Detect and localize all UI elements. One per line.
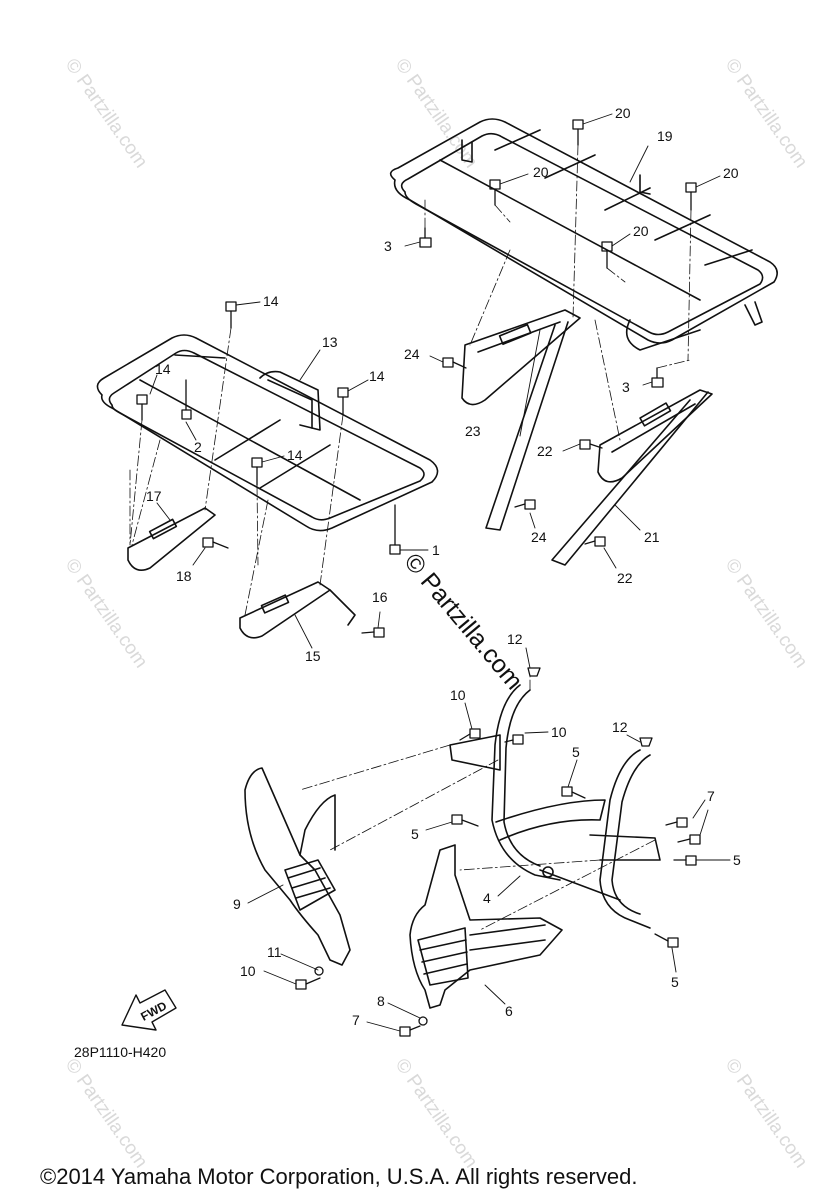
fwd-arrow-icon: FWD: [121, 989, 177, 1031]
bolt: [601, 241, 613, 269]
callout-5: 5: [671, 974, 679, 990]
bolt: [459, 728, 481, 741]
callout-3: 3: [384, 238, 392, 254]
fasteners: [136, 119, 701, 1037]
bolt: [514, 499, 536, 510]
bolt: [561, 786, 586, 799]
callout-3: 3: [622, 379, 630, 395]
washer: [314, 966, 324, 976]
callout-14: 14: [369, 368, 385, 384]
callout-21: 21: [644, 529, 660, 545]
bolt: [181, 379, 192, 420]
bolt: [202, 537, 229, 549]
bolt: [685, 182, 697, 211]
bolt: [504, 734, 524, 745]
bolt: [579, 439, 603, 450]
leader-lines: [149, 113, 731, 1032]
callout-5: 5: [733, 852, 741, 868]
front-carrier-rack: [96, 334, 439, 532]
callout-7: 7: [352, 1012, 360, 1028]
rear-carrier-rack: [389, 118, 778, 351]
callout-20: 20: [615, 105, 631, 121]
assembly-lines: [129, 144, 692, 931]
bolt: [337, 387, 349, 416]
callout-14: 14: [287, 447, 303, 463]
bolt: [572, 119, 584, 146]
bolt: [136, 394, 148, 421]
callout-9: 9: [233, 896, 241, 912]
front-stay-15: [239, 581, 356, 639]
callout-22: 22: [537, 443, 553, 459]
callout-10: 10: [551, 724, 567, 740]
callout-12: 12: [507, 631, 523, 647]
callout-22: 22: [617, 570, 633, 586]
callout-19: 19: [657, 128, 673, 144]
side-guard-left: [244, 767, 351, 966]
bolt: [651, 367, 664, 388]
callout-20: 20: [633, 223, 649, 239]
rear-stay-left: [461, 309, 581, 531]
callout-1: 1: [432, 542, 440, 558]
bolt: [665, 817, 688, 828]
bolt: [225, 301, 237, 329]
callout-2: 2: [194, 439, 202, 455]
callout-23: 23: [465, 423, 481, 439]
callout-20: 20: [533, 164, 549, 180]
bolt: [442, 357, 467, 369]
callout-14: 14: [263, 293, 279, 309]
rear-stay-right: [551, 389, 713, 566]
bolt: [389, 504, 401, 555]
bolt: [295, 977, 321, 990]
callout-20: 20: [723, 165, 739, 181]
clip: [639, 737, 653, 747]
callout-8: 8: [377, 993, 385, 1009]
callout-5: 5: [411, 826, 419, 842]
bolt: [673, 855, 697, 866]
diagram-code: 28P1110-H420: [74, 1044, 167, 1060]
callout-10: 10: [450, 687, 466, 703]
callout-5: 5: [572, 744, 580, 760]
callout-7: 7: [707, 788, 715, 804]
callout-6: 6: [505, 1003, 513, 1019]
bolt: [584, 536, 606, 547]
callout-15: 15: [305, 648, 321, 664]
callout-24: 24: [531, 529, 547, 545]
callout-17: 17: [146, 488, 162, 504]
callout-24: 24: [404, 346, 420, 362]
bolt: [361, 627, 385, 638]
copyright-text: ©2014 Yamaha Motor Corporation, U.S.A. A…: [40, 1164, 638, 1189]
callout-13: 13: [322, 334, 338, 350]
callout-18: 18: [176, 568, 192, 584]
side-guard-right: [409, 844, 563, 1009]
bolt: [399, 1025, 421, 1037]
washer: [418, 1016, 428, 1026]
callout-16: 16: [372, 589, 388, 605]
bolt: [451, 814, 479, 827]
callout-10: 10: [240, 963, 256, 979]
bolt: [419, 227, 432, 248]
bolt: [489, 179, 501, 206]
callout-12: 12: [612, 719, 628, 735]
bolt: [654, 933, 679, 948]
clip: [527, 667, 541, 677]
bolt: [677, 834, 701, 845]
callout-14: 14: [155, 361, 171, 377]
front-guard-frame: [449, 684, 661, 929]
callout-4: 4: [483, 890, 491, 906]
callout-11: 11: [267, 944, 282, 960]
front-stay-17: [127, 507, 216, 571]
bolt: [251, 457, 263, 486]
